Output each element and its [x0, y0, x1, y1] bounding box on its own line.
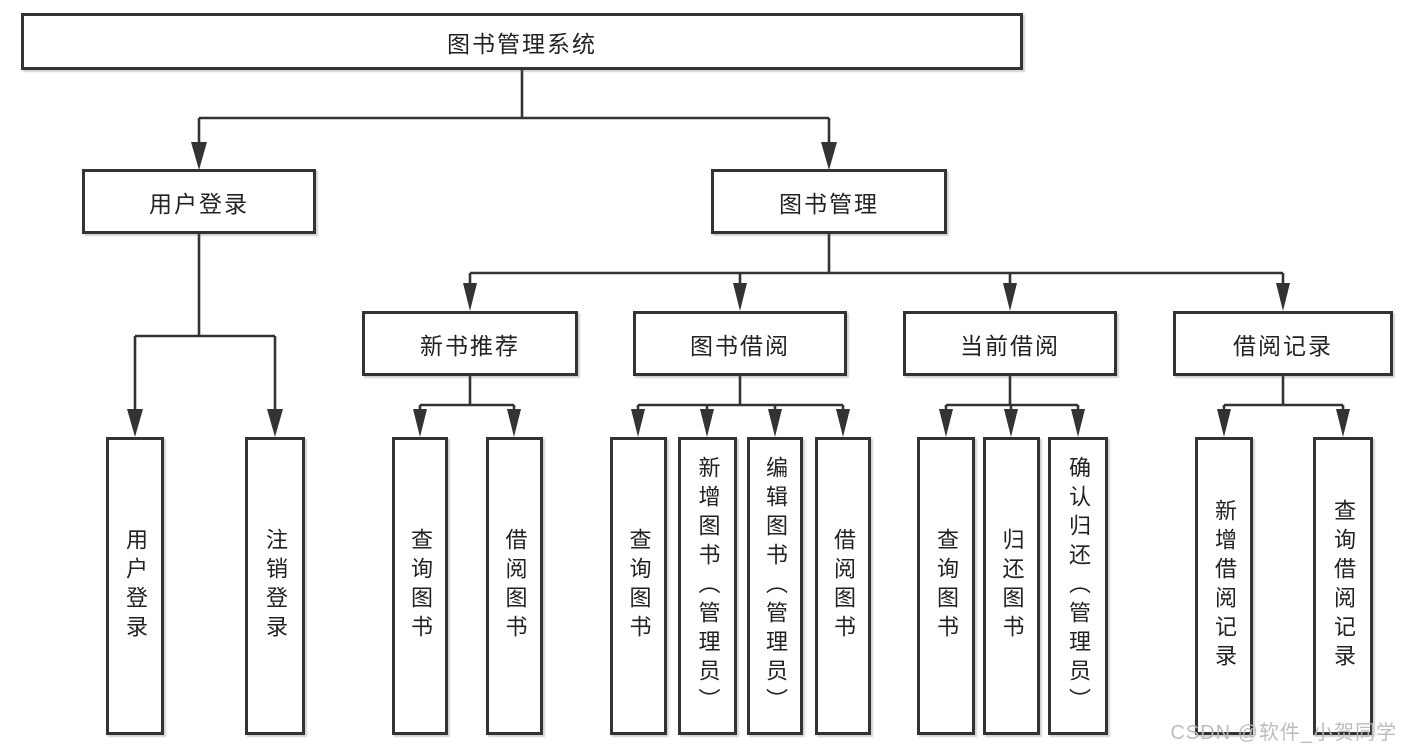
- node-label: 确认归还（管理员）: [1066, 455, 1091, 717]
- leaf-confirm-return-admin: 确认归还（管理员）: [1048, 437, 1108, 735]
- connector-root-to-children: [191, 70, 837, 170]
- leaf-query-books-under-borrowing: 查询图书: [610, 437, 667, 735]
- node-new-book-recommend: 新书推荐: [362, 311, 578, 376]
- arrowhead: [127, 409, 143, 437]
- arrowhead: [191, 142, 207, 170]
- node-label: 用户登录: [149, 190, 249, 217]
- connector-book-management-to-children: [463, 234, 1290, 311]
- leaf-query-books-under-recommend: 查询图书: [392, 437, 448, 735]
- arrowhead: [463, 283, 477, 311]
- arrowhead: [836, 409, 850, 437]
- node-label: 新增借阅记录: [1212, 499, 1237, 673]
- leaf-query-borrow-record: 查询借阅记录: [1313, 437, 1373, 735]
- arrowhead: [1003, 283, 1017, 311]
- node-label: 归还图书: [999, 528, 1025, 644]
- connector-current-borrowing-to-children: [939, 376, 1085, 437]
- leaf-add-borrow-record: 新增借阅记录: [1195, 437, 1253, 735]
- arrowhead: [1217, 409, 1231, 437]
- csdn-watermark: CSDN @软件_小贺同学: [1170, 722, 1397, 744]
- node-book-management: 图书管理: [711, 169, 947, 234]
- connector-book-borrowing-to-children: [631, 376, 850, 437]
- arrowhead: [821, 142, 837, 170]
- leaf-borrow-books-under-borrowing: 借阅图书: [815, 437, 871, 735]
- node-label: 新书推荐: [420, 332, 520, 359]
- node-user-login: 用户登录: [82, 169, 316, 234]
- arrowhead: [1004, 409, 1018, 437]
- arrowhead: [631, 409, 645, 437]
- arrowhead: [1276, 283, 1290, 311]
- arrowhead: [413, 409, 427, 437]
- node-label: 编辑图书（管理员）: [763, 455, 788, 717]
- leaf-return-books: 归还图书: [983, 437, 1040, 735]
- arrowhead: [700, 409, 714, 437]
- leaf-edit-books-admin: 编辑图书（管理员）: [747, 437, 803, 735]
- node-label: 借阅图书: [502, 528, 528, 644]
- connector-borrowing-records-to-children: [1217, 376, 1350, 437]
- arrowhead: [1071, 409, 1085, 437]
- node-label: 新增图书（管理员）: [695, 455, 721, 717]
- node-label: 图书管理: [779, 190, 879, 217]
- connector-new-book-recommend-to-children: [413, 376, 521, 437]
- node-label: 用户登录: [123, 528, 148, 644]
- node-label: 查询图书: [626, 528, 652, 644]
- node-label: 查询借阅记录: [1331, 499, 1356, 673]
- leaf-borrow-books-under-recommend: 借阅图书: [486, 437, 543, 735]
- node-label: 借阅记录: [1233, 332, 1333, 359]
- node-label: 图书管理系统: [447, 30, 597, 57]
- arrowhead: [939, 409, 953, 437]
- node-library-management-system: 图书管理系统: [21, 13, 1023, 70]
- arrowhead: [267, 409, 283, 437]
- node-label: 注销登录: [263, 528, 288, 644]
- node-label: 查询图书: [408, 528, 433, 644]
- leaf-logout: 注销登录: [245, 437, 305, 735]
- node-label: 借阅图书: [831, 528, 856, 644]
- node-label: 图书借阅: [690, 332, 790, 359]
- arrowhead: [1336, 409, 1350, 437]
- leaf-query-books-under-current: 查询图书: [917, 437, 975, 735]
- node-label: 查询图书: [934, 528, 959, 644]
- arrowhead: [733, 283, 747, 311]
- node-book-borrowing: 图书借阅: [633, 311, 847, 376]
- node-label: 当前借阅: [960, 332, 1060, 359]
- connector-user-login-to-children: [127, 234, 283, 437]
- leaf-add-books-admin: 新增图书（管理员）: [678, 437, 737, 735]
- node-current-borrowing: 当前借阅: [903, 311, 1117, 376]
- node-borrowing-records: 借阅记录: [1173, 311, 1393, 376]
- arrowhead: [768, 409, 782, 437]
- arrowhead: [507, 409, 521, 437]
- leaf-user-login: 用户登录: [106, 437, 164, 735]
